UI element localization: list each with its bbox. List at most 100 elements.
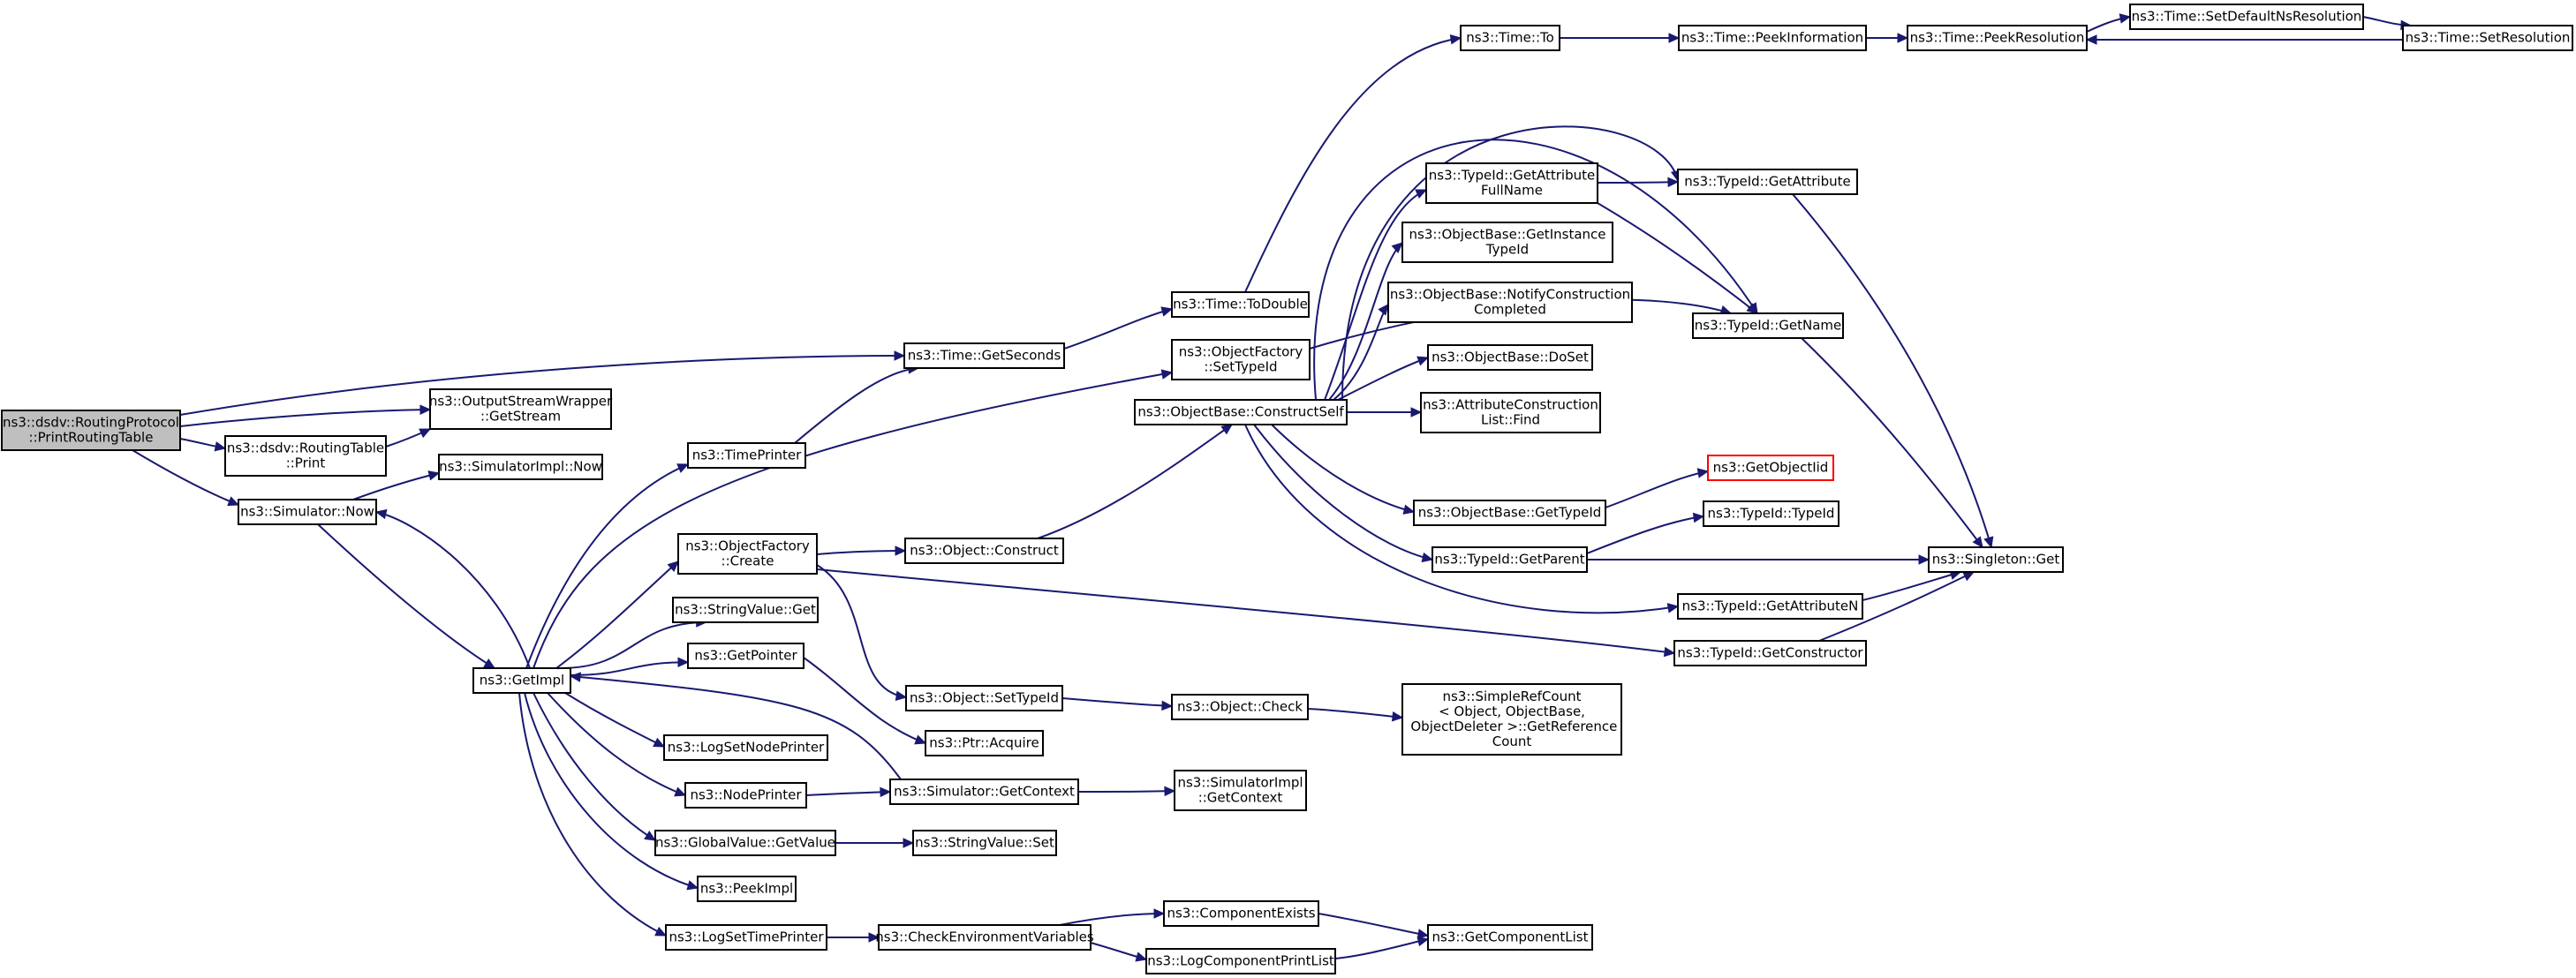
- node-label: ns3::SimulatorImpl::Now: [439, 459, 602, 475]
- node-simImplGetContext[interactable]: ns3::SimulatorImpl::GetContext: [1174, 770, 1307, 811]
- node-box: [429, 388, 612, 430]
- edge-getImpl-to-simNow: [374, 508, 531, 669]
- edge-root-to-getSeconds: [179, 350, 906, 416]
- edge-constructSelf-to-obGetTypeId: [1271, 424, 1416, 515]
- edge-nodePrinter-to-simGetContext: [805, 786, 892, 798]
- arrowhead: [1220, 424, 1233, 435]
- node-tidTypeId[interactable]: ns3::TypeId::TypeId: [1703, 500, 1839, 527]
- edge-constructSelf-to-doSet: [1337, 356, 1430, 401]
- arrowhead: [2119, 13, 2132, 24]
- edge-line: [794, 367, 919, 444]
- node-svGet[interactable]: ns3::StringValue::Get: [672, 597, 819, 623]
- arrowhead: [214, 441, 227, 452]
- node-notifyConstruction[interactable]: ns3::ObjectBase::NotifyConstructionCompl…: [1387, 282, 1633, 323]
- node-box: [1677, 169, 1858, 195]
- node-box: [1907, 25, 2088, 51]
- node-svSet[interactable]: ns3::StringValue::Set: [912, 830, 1057, 856]
- node-singletonGet[interactable]: ns3::Singleton::Get: [1928, 546, 2064, 573]
- arrowhead: [894, 350, 906, 361]
- node-timePrinter[interactable]: ns3::TimePrinter: [687, 442, 806, 469]
- node-label: ns3::Ptr::Acquire: [929, 735, 1039, 751]
- node-label: ::GetStream: [480, 409, 561, 425]
- node-root[interactable]: ns3::dsdv::RoutingProtocol::PrintRouting…: [1, 410, 181, 451]
- arrowhead: [677, 657, 690, 668]
- node-peekResolution[interactable]: ns3::Time::PeekResolution: [1907, 25, 2088, 51]
- node-doSet[interactable]: ns3::ObjectBase::DoSet: [1427, 344, 1593, 371]
- arrowhead: [419, 404, 432, 415]
- node-simImplNow[interactable]: ns3::SimulatorImpl::Now: [438, 454, 603, 480]
- node-label: ns3::ObjectBase::ConstructSelf: [1137, 404, 1344, 420]
- node-tidGetAttributeN[interactable]: ns3::TypeId::GetAttributeN: [1677, 593, 1863, 620]
- node-setDefaultNsResolution[interactable]: ns3::Time::SetDefaultNsResolution: [2129, 4, 2364, 30]
- node-getImpl[interactable]: ns3::GetImpl: [472, 667, 571, 694]
- node-label: ns3::GetObjectIid: [1713, 460, 1829, 476]
- node-oswGetStream[interactable]: ns3::OutputStreamWrapper::GetStream: [429, 388, 613, 430]
- node-gvGetValue[interactable]: ns3::GlobalValue::GetValue: [654, 830, 836, 856]
- node-getSeconds[interactable]: ns3::Time::GetSeconds: [903, 342, 1065, 369]
- node-label: ns3::Time::SetDefaultNsResolution: [2132, 9, 2362, 25]
- node-box: [677, 533, 818, 575]
- node-getComponentList[interactable]: ns3::GetComponentList: [1427, 924, 1593, 951]
- node-componentExists[interactable]: ns3::ComponentExists: [1163, 900, 1319, 927]
- node-label: List::Find: [1481, 412, 1540, 428]
- arrowhead: [880, 786, 892, 798]
- node-rtPrint[interactable]: ns3::dsdv::RoutingTable::Print: [224, 435, 387, 477]
- node-tidGetAttribute[interactable]: ns3::TypeId::GetAttribute: [1677, 169, 1858, 195]
- arrowhead: [674, 786, 687, 797]
- arrowhead: [686, 880, 699, 891]
- arrowhead: [1663, 646, 1676, 658]
- node-logCompPrintList[interactable]: ns3::LogComponentPrintList: [1145, 948, 1336, 974]
- node-constructSelf[interactable]: ns3::ObjectBase::ConstructSelf: [1134, 399, 1348, 425]
- node-ptrAcquire[interactable]: ns3::Ptr::Acquire: [925, 730, 1044, 756]
- node-label: ::SetTypeId: [1204, 359, 1277, 375]
- arrowhead: [1135, 952, 1148, 962]
- node-tidGetConstructor[interactable]: ns3::TypeId::GetConstructor: [1673, 640, 1867, 666]
- node-label: ns3::Time::ToDouble: [1173, 297, 1308, 312]
- node-tidGetName[interactable]: ns3::TypeId::GetName: [1692, 312, 1844, 339]
- node-ofCreate[interactable]: ns3::ObjectFactory::Create: [677, 533, 818, 575]
- edge-line: [1244, 37, 1462, 293]
- node-box: [925, 730, 1044, 756]
- edge-line: [1586, 515, 1704, 554]
- node-objConstruct[interactable]: ns3::Object::Construct: [904, 538, 1064, 564]
- node-nodePrinter[interactable]: ns3::NodePrinter: [684, 782, 807, 809]
- node-logSetTimePrinter[interactable]: ns3::LogSetTimePrinter: [665, 924, 827, 951]
- edge-objCheck-to-simpleRefCount: [1307, 708, 1404, 722]
- node-box: [238, 499, 377, 525]
- node-objSetTypeId[interactable]: ns3::Object::SetTypeId: [905, 685, 1063, 711]
- node-checkEnv[interactable]: ns3::CheckEnvironmentVariables: [875, 924, 1094, 951]
- node-obGetTypeId[interactable]: ns3::ObjectBase::GetTypeId: [1413, 500, 1606, 526]
- node-toDouble[interactable]: ns3::Time::ToDouble: [1171, 291, 1310, 318]
- arrowhead: [1897, 33, 1909, 43]
- node-objCheck[interactable]: ns3::Object::Check: [1171, 694, 1309, 720]
- node-peekInformation[interactable]: ns3::Time::PeekInformation: [1678, 25, 1867, 51]
- edge-getImpl-to-ofCreate: [555, 560, 679, 669]
- node-label: ObjectDeleter >::GetReference: [1407, 718, 1618, 734]
- node-logSetNodePrinter[interactable]: ns3::LogSetNodePrinter: [663, 734, 828, 761]
- edge-line: [555, 560, 679, 669]
- node-getPointer[interactable]: ns3::GetPointer: [687, 643, 805, 669]
- node-box: [2129, 4, 2364, 30]
- node-ofSetTypeId[interactable]: ns3::ObjectFactory::SetTypeId: [1171, 339, 1311, 380]
- node-box: [1401, 683, 1622, 756]
- edge-simNow-to-simImplNow: [352, 470, 441, 500]
- node-peekImpl[interactable]: ns3::PeekImpl: [697, 876, 797, 902]
- node-simpleRefCount[interactable]: ns3::SimpleRefCount< Object, ObjectBase,…: [1401, 683, 1622, 756]
- node-box: [2402, 25, 2573, 51]
- node-getObjectIid[interactable]: ns3::GetObjectIid: [1707, 455, 1834, 481]
- node-simGetContext[interactable]: ns3::Simulator::GetContext: [889, 779, 1079, 805]
- node-box: [878, 924, 1092, 951]
- node-tidGetParent[interactable]: ns3::TypeId::GetParent: [1432, 546, 1588, 573]
- edge-line: [1244, 424, 1679, 614]
- node-timeTo[interactable]: ns3::Time::To: [1460, 25, 1560, 51]
- node-simNow[interactable]: ns3::Simulator::Now: [238, 499, 377, 525]
- edge-getPointer-to-ptrAcquire: [803, 657, 927, 745]
- node-label: ns3::SimpleRefCount: [1443, 688, 1582, 704]
- edge-rtPrint-to-oswGetStream: [385, 428, 432, 448]
- node-setResolution[interactable]: ns3::Time::SetResolution: [2402, 25, 2573, 51]
- edge-logSetTimePrinter-to-checkEnv: [827, 932, 880, 943]
- arrowhead: [483, 658, 496, 669]
